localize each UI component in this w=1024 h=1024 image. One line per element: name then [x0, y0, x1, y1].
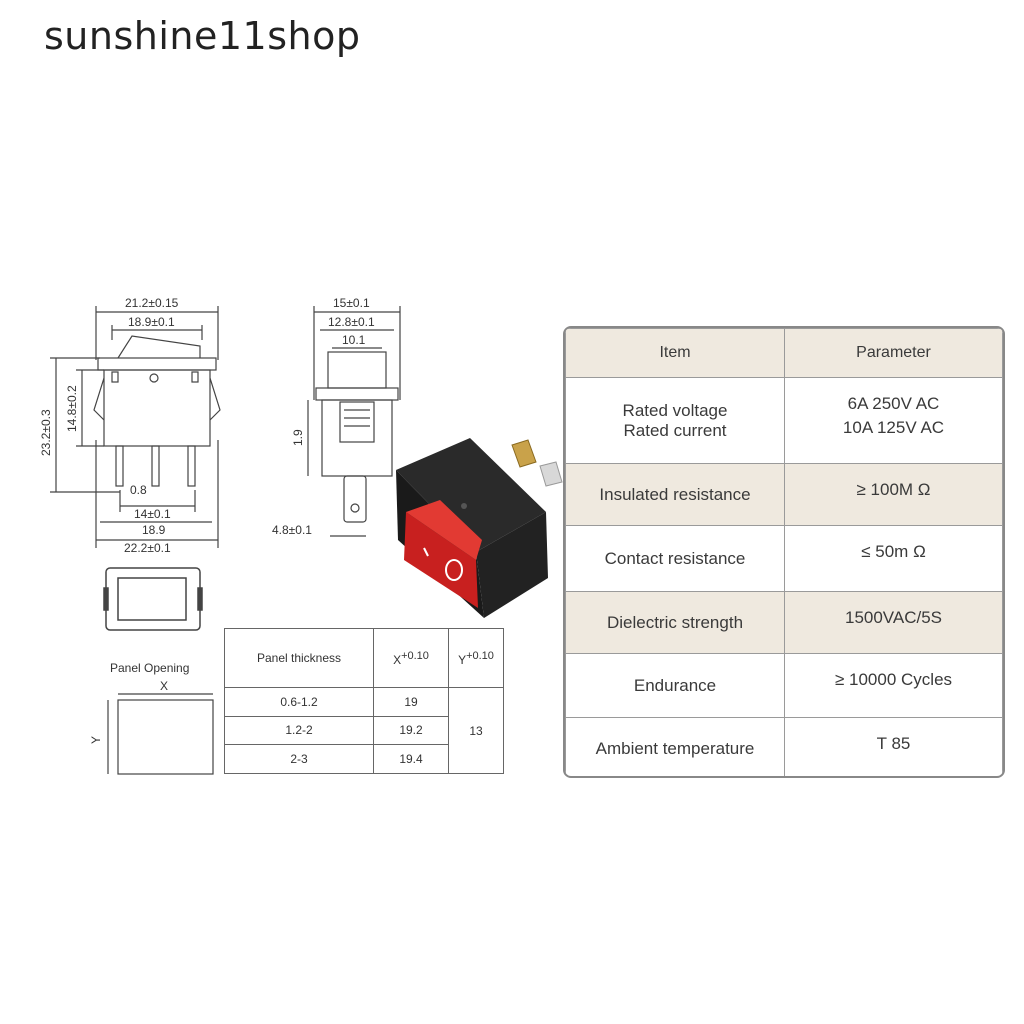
- panel-opening-x-label: X: [160, 679, 168, 693]
- rocker-switch-photo: [396, 438, 563, 618]
- spec-item-cell: Dielectric strength: [565, 591, 785, 654]
- dim-side-width-inner: 10.1: [342, 333, 366, 347]
- spec-param-cell: ≥ 100M Ω: [784, 463, 1003, 526]
- spec-param-cell: 1500VAC/5S: [784, 591, 1003, 654]
- spec-item-cell: Ambient temperature: [565, 717, 785, 776]
- front-view: [50, 306, 221, 548]
- dim-side-terminal: 4.8±0.1: [272, 523, 312, 537]
- panel-thickness-header: Panel thickness: [224, 628, 374, 688]
- table-cell: 0.6-1.2: [224, 687, 374, 717]
- table-cell: 19.4: [373, 744, 449, 774]
- dim-front-width-outer: 21.2±0.15: [125, 296, 179, 310]
- panel-thickness-table: Panel thickness X+0.10 Y+0.10 0.6-1.2 19…: [224, 628, 504, 774]
- dim-side-depth: 1.9: [291, 429, 305, 446]
- dim-side-width-mid: 12.8±0.1: [328, 315, 375, 329]
- parameter-header: Parameter: [784, 328, 1003, 378]
- item-header: Item: [565, 328, 785, 378]
- panel-opening-drawing: [107, 693, 214, 775]
- dim-front-bottom-width: 22.2±0.1: [124, 541, 171, 555]
- y-tolerance: +0.10: [466, 649, 494, 662]
- dim-front-width-inner: 18.9±0.1: [128, 315, 175, 329]
- spec-item-cell: Endurance: [565, 653, 785, 718]
- spec-param-cell: T 85: [784, 717, 1003, 776]
- dim-side-width-outer: 15±0.1: [333, 296, 370, 310]
- panel-opening-label: Panel Opening: [110, 661, 189, 675]
- spec-item-cell: Contact resistance: [565, 525, 785, 592]
- y-value-cell: 13: [448, 687, 504, 774]
- dim-front-base-width: 18.9: [142, 523, 166, 537]
- dim-front-pin-gap: 0.8: [130, 483, 147, 497]
- spec-param-cell: ≤ 50m Ω: [784, 525, 1003, 592]
- spec-item-cell: Insulated resistance: [565, 463, 785, 526]
- table-cell: 19.2: [373, 715, 449, 746]
- dim-front-pin-span: 14±0.1: [134, 507, 171, 521]
- table-cell: 1.2-2: [224, 715, 374, 746]
- spec-param-cell: ≥ 10000 Cycles: [784, 653, 1003, 718]
- table-cell: 2-3: [224, 744, 374, 774]
- y-tolerance-header: Y+0.10: [448, 628, 504, 688]
- x-tolerance: +0.10: [401, 649, 429, 662]
- panel-opening-icon: [103, 567, 203, 631]
- dim-front-height-body: 14.8±0.2: [65, 385, 79, 432]
- shop-watermark: sunshine11shop: [44, 14, 361, 58]
- table-cell: 19: [373, 687, 449, 717]
- side-view: [307, 306, 401, 537]
- dim-front-height-total: 23.2±0.3: [39, 409, 53, 456]
- x-tolerance-header: X+0.10: [373, 628, 449, 688]
- panel-opening-y-label: Y: [89, 736, 103, 744]
